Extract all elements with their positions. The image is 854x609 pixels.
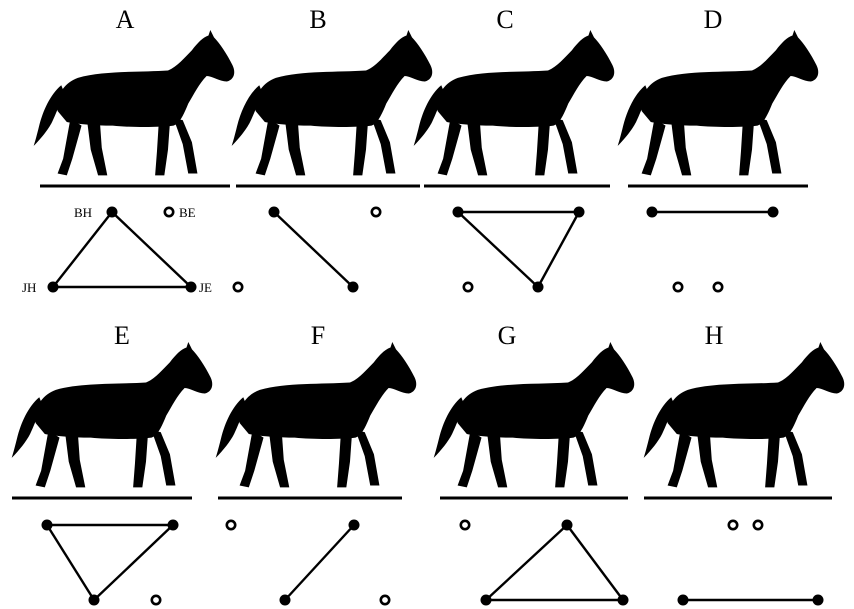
support-line [47,525,94,600]
horse-silhouette [434,342,635,487]
foot-jh-lifted [674,283,682,291]
panel-label: A [116,5,135,34]
support-line [53,212,112,287]
support-line [94,525,173,600]
panel-label: G [498,321,517,350]
horse-silhouette [618,30,819,175]
foot-je-lifted [152,596,160,604]
gait-panel-h: H [644,321,845,606]
horse-silhouette [12,342,213,487]
foot-je-grounded [533,282,544,293]
foot-bh-grounded [107,207,118,218]
gait-panel-d: D [618,5,819,291]
gait-panel-c: C [414,5,615,293]
foot-be-grounded [574,207,585,218]
foot-be-grounded [768,207,779,218]
foot-be-lifted [372,208,380,216]
foot-je-lifted [381,596,389,604]
foot-je-grounded [348,282,359,293]
support-line [486,525,567,600]
panel-label: B [309,5,326,34]
support-line [112,212,191,287]
support-line [538,212,579,287]
panel-label: E [114,321,130,350]
foot-be-lifted [754,521,762,529]
support-line [285,525,354,600]
support-line [274,212,353,287]
foot-bh-lifted [227,521,235,529]
gait-panel-g: G [434,321,635,606]
panel-label: H [705,321,724,350]
support-line [567,525,623,600]
foot-bh-grounded [647,207,658,218]
foot-bh-grounded [269,207,280,218]
foot-bh-grounded [42,520,53,531]
horse-silhouette [216,342,417,487]
foot-jh-lifted [234,283,242,291]
foot-jh-grounded [280,595,291,606]
foot-bh-lifted [729,521,737,529]
foot-bh-grounded [453,207,464,218]
foot-je-grounded [618,595,629,606]
gait-panel-f: F [216,321,417,606]
panel-label: F [311,321,325,350]
support-line [458,212,538,287]
foot-jh-grounded [89,595,100,606]
foot-label-be: BE [179,205,196,220]
foot-je-grounded [186,282,197,293]
foot-be-lifted [165,208,173,216]
gait-panel-e: E [12,321,213,606]
foot-jh-grounded [48,282,59,293]
foot-be-grounded [562,520,573,531]
foot-je-grounded [813,595,824,606]
horse-silhouette [414,30,615,175]
foot-be-grounded [349,520,360,531]
foot-jh-grounded [481,595,492,606]
foot-label-jh: JH [22,280,36,295]
foot-je-lifted [714,283,722,291]
foot-jh-grounded [678,595,689,606]
foot-bh-lifted [461,521,469,529]
horse-silhouette [34,30,235,175]
horse-silhouette [232,30,433,175]
panel-label: C [496,5,513,34]
foot-be-grounded [168,520,179,531]
gait-panel-a: A BH BE JH JE [22,5,234,295]
foot-jh-lifted [464,283,472,291]
panel-label: D [704,5,723,34]
foot-label-bh: BH [74,205,92,220]
gait-panel-b: B [232,5,433,293]
horse-silhouette [644,342,845,487]
foot-label-je: JE [199,280,212,295]
